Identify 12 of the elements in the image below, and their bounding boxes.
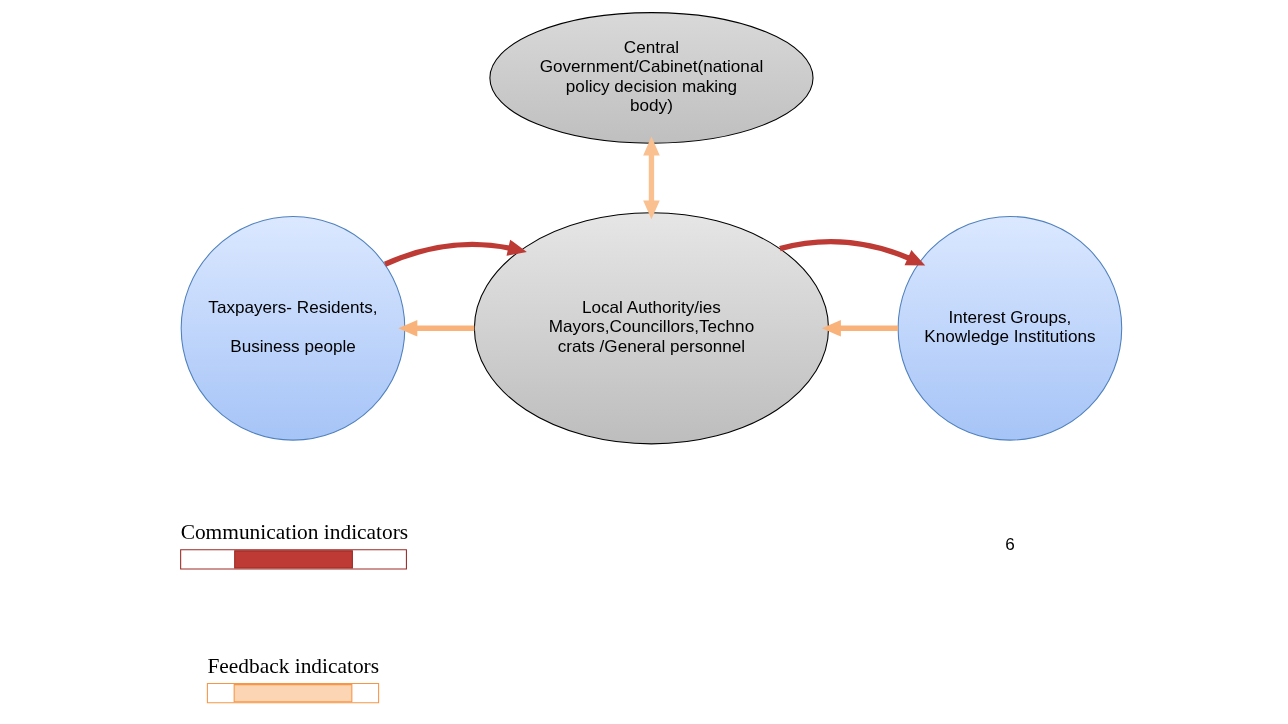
arrow <box>778 239 925 266</box>
arrow <box>821 320 898 337</box>
node-circle: Interest Groups, Knowledge Institutions <box>897 215 1122 441</box>
node-ellipse: Central Government/Cabinet(national policy decision making body) <box>488 12 814 144</box>
arrow <box>383 239 527 267</box>
label: 6 <box>1004 534 1015 554</box>
arrow <box>397 320 474 337</box>
node-circle: Taxpayers- Residents, Business people <box>180 215 405 441</box>
arrow <box>642 136 660 220</box>
node-ellipse: Local Authority/ies Mayors,Councillors,Techno crats /General personnel <box>473 212 829 445</box>
legend-label: Feedback indicators <box>206 653 379 678</box>
legend-label: Communication indicators <box>180 520 408 545</box>
